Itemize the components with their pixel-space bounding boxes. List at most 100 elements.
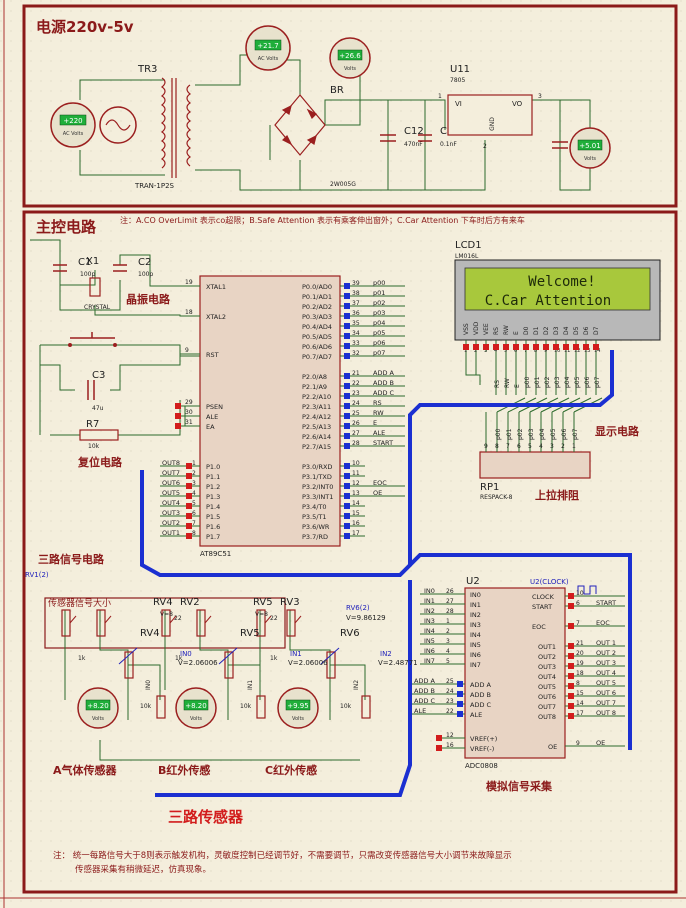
mcu-pin-1-num: 1 xyxy=(192,460,196,467)
mcu-pin-9-name: RST xyxy=(206,351,219,359)
lcd-net-p03: p03 xyxy=(554,376,561,388)
adc-pin-2-name: IN4 xyxy=(470,631,481,639)
sensor-wires xyxy=(64,610,366,761)
mcu-pin-35-name: P0.4/AD4 xyxy=(302,323,332,331)
adc-pin-19-num: 19 xyxy=(576,660,584,667)
r22-b: 22 xyxy=(174,615,182,622)
c-label: C xyxy=(440,126,447,137)
adc-pin-18-num: 18 xyxy=(576,670,584,677)
r10k-a: 10k xyxy=(140,703,152,710)
mcu-net-ADD-B: ADD B xyxy=(373,379,394,387)
adc-pin-6-name: START xyxy=(532,603,552,611)
meter-secondary-unit: AC Volts xyxy=(258,56,279,62)
adc-pin-27-num: 27 xyxy=(446,598,454,605)
mcu-pin-38-name: P0.1/AD1 xyxy=(302,293,332,301)
rv6-probe-value: V=9.86129 xyxy=(346,614,386,622)
lcd-pin-num-5: 5 xyxy=(504,348,507,354)
adc-net-EOC: EOC xyxy=(596,619,610,627)
mcu-net-p03: p03 xyxy=(373,309,385,317)
lcd-net-p07: p07 xyxy=(594,376,601,388)
c3-capacitor xyxy=(87,380,95,400)
r7-value: 10k xyxy=(88,443,100,450)
pin-marker-mcu-30 xyxy=(175,413,181,419)
lcd-line-1: Welcome! xyxy=(528,274,595,290)
lcd-pin-VSS: VSS xyxy=(463,323,470,335)
mcu-pin-7-num: 7 xyxy=(192,520,196,527)
adc-pin-12-num: 12 xyxy=(446,732,454,739)
mcu-pin-16-num: 16 xyxy=(352,520,360,527)
rp1-net-p04: p04 xyxy=(539,428,546,440)
u11-label: U11 xyxy=(450,64,470,75)
mcu-pin-23-name: P2.2/A10 xyxy=(302,393,331,401)
lcd-net-p06: p06 xyxy=(584,376,591,388)
adc-net-IN2: IN2 xyxy=(424,607,435,615)
lcd-module xyxy=(454,259,661,341)
adc-pin-3-num: 3 xyxy=(446,638,450,645)
pin-marker-mcu-7 xyxy=(186,523,192,529)
lcd-net-RW: RW xyxy=(504,378,511,388)
pin-marker-mcu-21 xyxy=(344,373,350,379)
rp1-net-p07: p07 xyxy=(572,428,579,440)
adc-net-IN6: IN6 xyxy=(424,647,435,655)
mcu-pin-12-name: P3.2/INT0 xyxy=(302,483,333,491)
pin-marker-adc-12 xyxy=(436,735,442,741)
adc-pin-4-name: IN6 xyxy=(470,651,481,659)
resistor-10k-1 xyxy=(256,695,266,719)
mcu-pin-3-num: 3 xyxy=(192,480,196,487)
lcd-net-p05: p05 xyxy=(574,376,581,388)
adc-pin-28-name: IN2 xyxy=(470,611,481,619)
v-c: V=2.06006 xyxy=(288,659,328,667)
adc-net-IN0: IN0 xyxy=(424,587,435,595)
main-frame xyxy=(22,210,678,894)
lcd-power-wires xyxy=(465,352,481,385)
pin-marker-adc-7 xyxy=(568,623,574,629)
rp1-pin-6: 6 xyxy=(517,443,521,450)
mcu-pin-37-num: 37 xyxy=(352,300,360,307)
lcd-pin-VEE: VEE xyxy=(483,323,490,335)
lcd-pin-D5: D5 xyxy=(573,326,580,335)
adc-pin-25-num: 25 xyxy=(446,678,454,685)
rp1-pin-5: 5 xyxy=(528,443,532,450)
adc-pin-10-num: 10 xyxy=(576,590,584,597)
reset-button[interactable] xyxy=(68,332,117,347)
meter-sensor-a-unit: Volts xyxy=(92,716,104,722)
adc-pin-16-num: 16 xyxy=(446,742,454,749)
meter-output-value: +5.01 xyxy=(579,142,600,150)
adc-net-OUT-8: OUT 8 xyxy=(596,709,616,717)
adc-net-ADD-A: ADD A xyxy=(414,677,436,685)
mcu-pin-21-name: P2.0/A8 xyxy=(302,373,327,381)
adc-pin-8-num: 8 xyxy=(576,680,580,687)
lcd-pin-VDD: VDD xyxy=(473,321,480,335)
mcu-pin-34-num: 34 xyxy=(352,330,360,337)
mcu-pin-31-num: 31 xyxy=(185,419,193,426)
lcd-model: LM016L xyxy=(455,253,479,260)
mcu-net-OUT5: OUT5 xyxy=(162,489,180,497)
r1k-b: 1k xyxy=(175,655,183,662)
lcd-pin-D4: D4 xyxy=(563,326,570,335)
u11-regulator: VI VO GND xyxy=(447,94,533,136)
adc-pin-27-name: IN1 xyxy=(470,601,481,609)
pin-marker-mcu-32 xyxy=(344,353,350,359)
mcu-pin-38-num: 38 xyxy=(352,290,360,297)
mcu-pin-7-name: P1.6 xyxy=(206,523,220,531)
lcd-pin-D0: D0 xyxy=(523,326,530,335)
v-in2: V=2.48771 xyxy=(378,659,418,667)
mcu-pin-19-name: XTAL1 xyxy=(206,283,226,291)
adc-pin-23-name: ADD C xyxy=(470,701,492,709)
net-in2: IN2 xyxy=(353,680,360,690)
mcu-pin-34-name: P0.5/AD5 xyxy=(302,333,332,341)
u11-gnd: GND xyxy=(489,117,496,131)
pin-marker-mcu-11 xyxy=(344,473,350,479)
rv6-label: RV6 xyxy=(340,628,360,639)
mcu-net-ALE: ALE xyxy=(373,429,385,437)
pin-marker-mcu-29 xyxy=(175,403,181,409)
rv-label-b: RV4 xyxy=(140,628,160,639)
clock-wave-icon xyxy=(577,585,597,595)
lcd-pin-RW: RW xyxy=(503,325,510,335)
meter-sensor-a: +8.20 Volts xyxy=(77,687,119,729)
meter-sensor-c-unit: Volts xyxy=(292,716,304,722)
mcu-pin-13-num: 13 xyxy=(352,490,360,497)
